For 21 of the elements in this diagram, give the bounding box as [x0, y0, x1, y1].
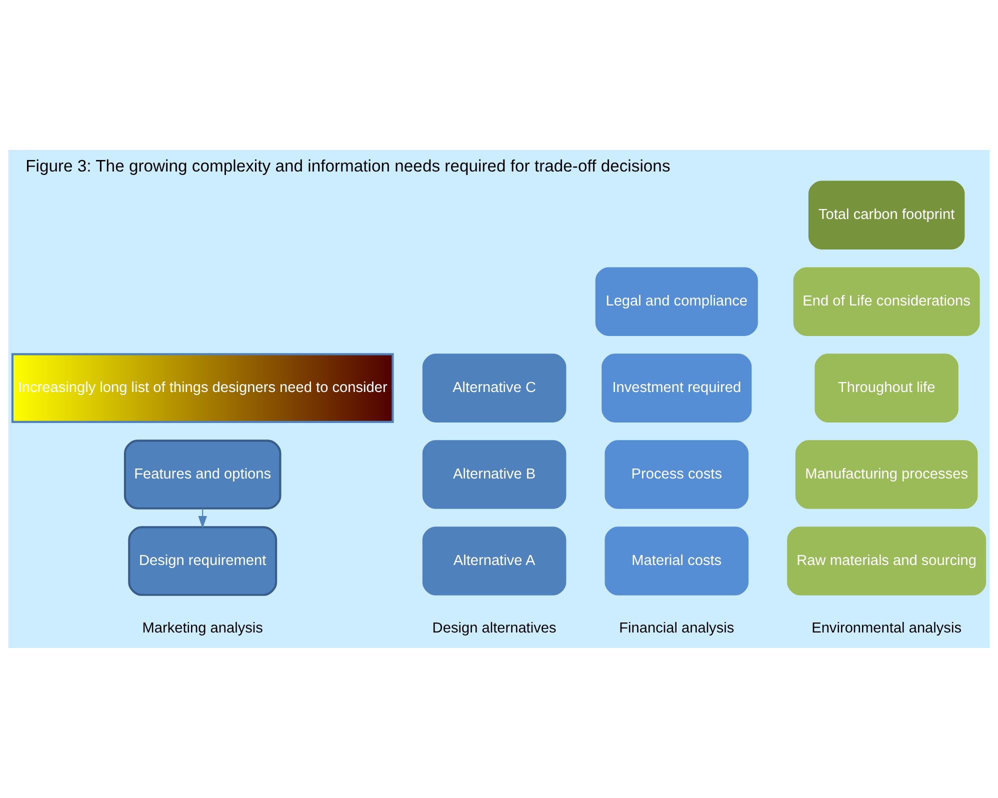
node-box: Increasingly long list of things designers need to consider — [11, 353, 394, 423]
node-box: Alternative B — [422, 440, 566, 509]
node-box: Throughout life — [814, 354, 958, 422]
node-box: Legal and compliance — [595, 267, 758, 336]
node-box: Alternative A — [422, 526, 566, 596]
label: Environmental analysis — [812, 620, 962, 637]
diagram-title: Figure 3: The growing complexity and information needs required for trade-off decisions — [26, 156, 670, 176]
arrow — [198, 508, 207, 528]
node-box: Raw materials and sourcing — [787, 526, 986, 596]
node-box: Alternative C — [422, 354, 566, 422]
label: Financial analysis — [619, 620, 734, 637]
label: Marketing analysis — [142, 620, 263, 637]
node-box: Process costs — [604, 440, 749, 509]
node-box: Design requirement — [128, 526, 278, 596]
node-box: Features and options — [124, 440, 282, 510]
node-box: Investment required — [602, 354, 752, 422]
node-box: Material costs — [604, 526, 749, 596]
node-box: Total carbon footprint — [808, 180, 965, 250]
node-box: Manufacturing processes — [795, 440, 978, 509]
label: Design alternatives — [432, 620, 556, 637]
node-box: End of Life considerations — [793, 267, 980, 336]
